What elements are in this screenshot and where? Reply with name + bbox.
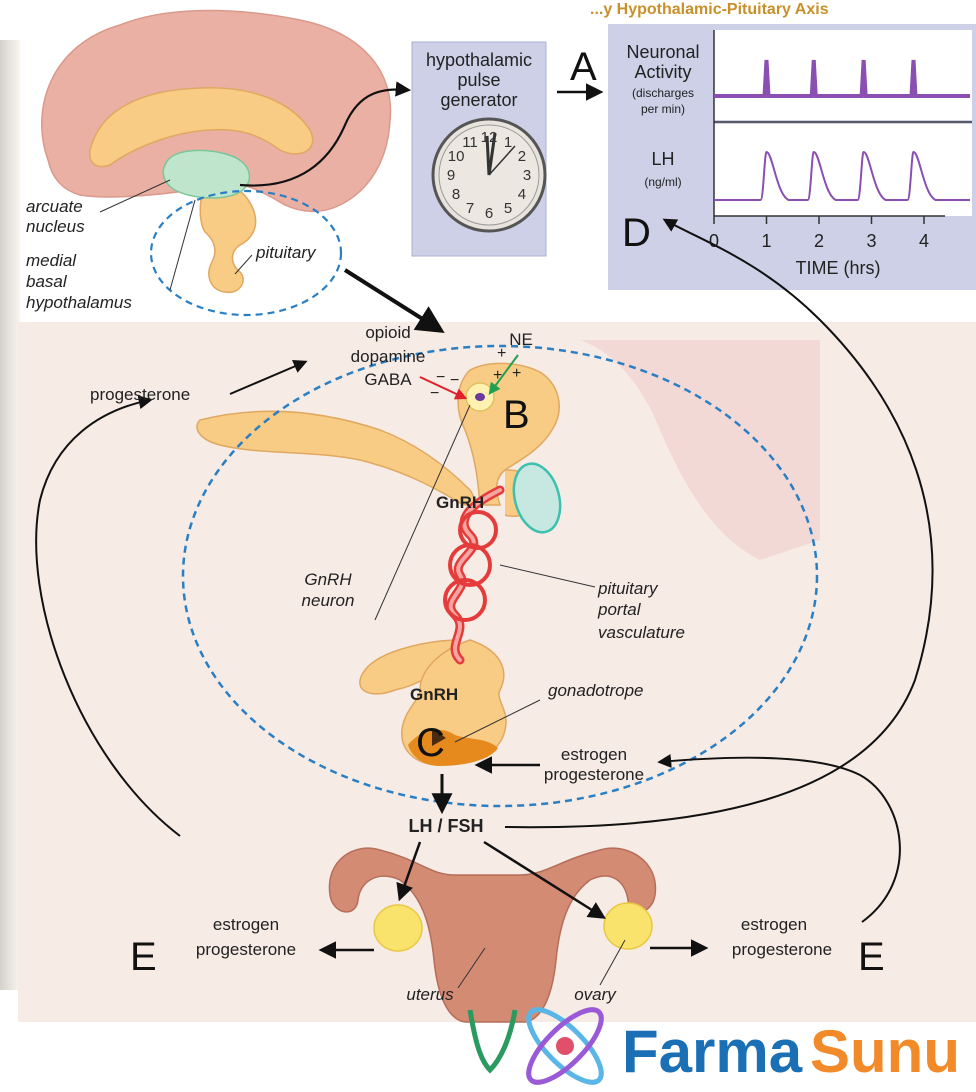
label-a: A xyxy=(570,45,597,89)
uterus-label: uterus xyxy=(406,985,454,1004)
portal-3: vasculature xyxy=(598,623,685,642)
clock-number: 2 xyxy=(518,148,526,165)
x-tick-label: 0 xyxy=(709,231,719,251)
plus-sign-2: + xyxy=(493,367,502,384)
pituitary-label: pituitary xyxy=(255,243,317,262)
minus-sign-2: − xyxy=(450,372,459,389)
mbh-label-2: basal xyxy=(26,272,68,291)
lh-plot xyxy=(714,124,972,216)
ne-label: NE xyxy=(509,330,533,349)
clock-number: 4 xyxy=(518,186,526,203)
portal-1: pituitary xyxy=(597,579,659,598)
brain-illustration xyxy=(42,10,408,315)
estrogen-right-2: progesterone xyxy=(732,940,832,959)
inhibitor-opioid: opioid xyxy=(365,323,410,342)
label-e-left: E xyxy=(130,935,157,979)
lh-fsh-label: LH / FSH xyxy=(409,816,484,836)
clock-number: 5 xyxy=(504,200,512,217)
ovary-label: ovary xyxy=(574,985,617,1004)
clock-number: 1 xyxy=(504,134,512,151)
estrogen-left-2: progesterone xyxy=(196,940,296,959)
minus-sign-3: − xyxy=(430,385,439,402)
gnrh-top: GnRH xyxy=(436,493,484,512)
header-fragment: ...y Hypothalamic-Pituitary Axis xyxy=(590,1,829,18)
lh-unit: (ng/ml) xyxy=(644,175,681,189)
brand-part1: Farma xyxy=(622,1018,803,1085)
left-shade xyxy=(0,40,20,990)
neuronal-unit-1: (discharges xyxy=(632,86,694,100)
inhibitor-dopamine: dopamine xyxy=(351,347,426,366)
label-c: C xyxy=(416,721,445,765)
arcuate-label-2: nucleus xyxy=(26,217,85,236)
gonadotrope-label: gonadotrope xyxy=(548,681,643,700)
arcuate-label-1: arcuate xyxy=(26,197,83,216)
mbh-label-3: hypothalamus xyxy=(26,293,132,312)
generator-title-2: pulse xyxy=(457,70,500,90)
lh-title: LH xyxy=(651,149,674,169)
gnrh-bottom: GnRH xyxy=(410,685,458,704)
progesterone-top: progesterone xyxy=(90,385,190,404)
label-e-right: E xyxy=(858,935,885,979)
mbh-label-1: medial xyxy=(26,251,77,270)
clock-number: 6 xyxy=(485,205,493,222)
brand-part2: Sunu xyxy=(810,1018,960,1085)
generator-title-3: generator xyxy=(440,90,517,110)
portal-2: portal xyxy=(597,600,642,619)
estrogen-mid-1: estrogen xyxy=(561,745,627,764)
neuronal-plot xyxy=(714,30,972,120)
plus-sign-3: + xyxy=(512,365,521,382)
estrogen-right-1: estrogen xyxy=(741,915,807,934)
gnrh-neuron-2: neuron xyxy=(302,591,355,610)
estrogen-left-1: estrogen xyxy=(213,915,279,934)
x-tick-label: 3 xyxy=(866,231,876,251)
label-b: B xyxy=(503,393,530,437)
clock-number: 9 xyxy=(447,167,455,184)
gnrh-neuron-1: GnRH xyxy=(304,570,352,589)
label-d: D xyxy=(622,211,651,255)
estrogen-mid-2: progesterone xyxy=(544,765,644,784)
inhibitor-gaba: GABA xyxy=(364,370,412,389)
x-tick-label: 1 xyxy=(761,231,771,251)
x-axis-label: TIME (hrs) xyxy=(796,258,881,278)
clock-number: 11 xyxy=(462,134,478,151)
minus-sign-1: − xyxy=(436,369,445,386)
clock-number: 8 xyxy=(452,186,460,203)
clock-number: 7 xyxy=(466,200,474,217)
neuronal-title-1: Neuronal xyxy=(626,42,699,62)
x-tick-label: 4 xyxy=(919,231,929,251)
clock-number: 3 xyxy=(523,167,531,184)
neuronal-title-2: Activity xyxy=(634,62,691,82)
plus-sign-1: + xyxy=(497,345,506,362)
neuronal-unit-2: per min) xyxy=(641,102,685,116)
x-tick-label: 2 xyxy=(814,231,824,251)
generator-title-1: hypothalamic xyxy=(426,50,532,70)
